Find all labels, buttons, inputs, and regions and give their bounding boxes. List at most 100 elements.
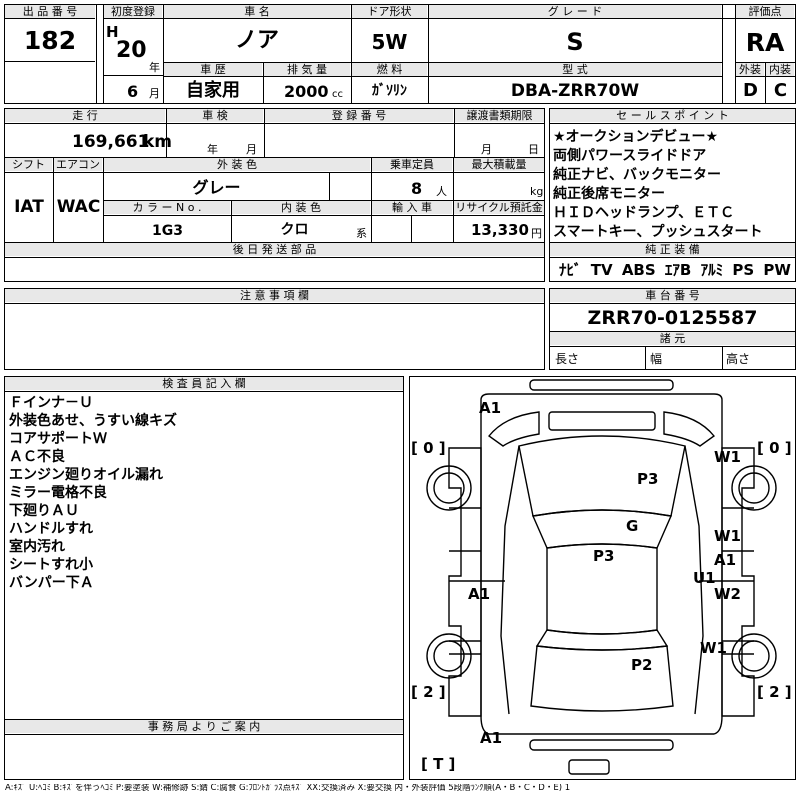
hood-shape (518, 435, 686, 517)
lot-number-header: 出 品 番 号 (5, 5, 95, 18)
damage-mark: A1 (479, 399, 502, 417)
recycle-header: リサイクル預託金 (454, 201, 544, 214)
grade-value: S (566, 28, 584, 56)
interior-grade-value: C (773, 80, 788, 101)
spare-tire-shape (568, 759, 610, 775)
chassis-no-value: ZRR70-0125587 (587, 307, 758, 329)
damage-mark: A1 (480, 729, 503, 747)
tire-front-right-label: [ 0 ] (757, 439, 792, 457)
inspection-header: 車 検 (167, 109, 263, 122)
left-headlamp-shape (487, 411, 540, 447)
equipment-item: ABS (621, 261, 656, 279)
interior-color-header: 内 装 色 (232, 201, 370, 214)
inspector-note-item: ハンドルすれ (9, 521, 93, 537)
mileage-unit: km (143, 132, 173, 152)
car-name-value: ノア (234, 28, 279, 53)
door-type-value: 5W (371, 30, 408, 54)
transfer-deadline-header: 譲渡書類期限 (455, 109, 544, 122)
front-left-tire-shape (426, 465, 472, 511)
notes-header: 注 意 事 項 欄 (5, 289, 544, 302)
width-label: 幅 (650, 352, 663, 366)
inspector-note-item: バンパー下Ａ (9, 575, 94, 591)
damage-mark: W1 (714, 527, 741, 545)
inspector-note-item: Ｆインナ－Ｕ (9, 395, 93, 411)
dimensions-header: 諸 元 (550, 332, 795, 345)
damage-mark: P3 (593, 547, 615, 565)
car-diagram (426, 379, 777, 775)
interior-header: 内装 (766, 63, 794, 76)
inspector-note-item: 外装色あせ、うすい線キズ (9, 413, 177, 429)
left-side-outline (448, 447, 482, 717)
damage-mark: W2 (714, 585, 741, 603)
color-no-value: 1G3 (152, 223, 183, 239)
deadline-month-unit: 月 (481, 143, 492, 156)
model-code-header: 型 式 (429, 63, 721, 76)
rear-bumper-shape (529, 739, 674, 751)
legend-text: A:ｷｽﾞ U:ﾍｺﾐ B:ｷｽﾞを伴うﾍｺﾐ P:要塗装 W:補修跡 S:錆 … (5, 784, 571, 793)
year-value: 20 (116, 38, 147, 63)
door-type-header: ドア形状 (352, 5, 427, 18)
inspector-note-item: ミラー電格不良 (9, 485, 107, 501)
month-unit: 月 (149, 87, 160, 100)
year-unit: 年 (149, 61, 160, 74)
damage-mark: W1 (714, 448, 741, 466)
color-no-header: カ ラ ー N o . (104, 201, 230, 214)
sales-point-item: 純正ナビ、バックモニター (553, 167, 721, 183)
import-header: 輸 入 車 (372, 201, 452, 214)
lot-number-value: 182 (23, 26, 77, 55)
tire-rear-left-label: [ 2 ] (411, 683, 446, 701)
equipment-item: PS (732, 261, 755, 279)
office-notice-header: 事 務 局 よ り ご 案 内 (5, 720, 403, 733)
damage-mark: U1 (693, 569, 716, 587)
max-load-header: 最大積載量 (454, 158, 544, 171)
car-name-header: 車 名 (164, 5, 350, 18)
damage-mark: W1 (700, 639, 727, 657)
max-load-unit: kg (530, 185, 544, 198)
inspector-note-item: エンジン廻りオイル漏れ (9, 467, 163, 483)
right-headlamp-shape (663, 411, 716, 447)
damage-mark: A1 (714, 551, 737, 569)
rear-right-tire-shape (731, 633, 777, 679)
sales-points-list: ★オークションデビュー★ 両側パワースライドドア 純正ナビ、バックモニター 純正… (553, 128, 793, 242)
equipment-item: ｱﾙﾐ (700, 261, 724, 279)
rear-left-tire-shape (426, 633, 472, 679)
aircon-value: WAC (56, 197, 101, 217)
inspector-note-item: 室内汚れ (9, 539, 65, 555)
history-header: 車 歴 (164, 63, 262, 76)
tire-front-left-label: [ 0 ] (411, 439, 446, 457)
windshield-shape (532, 509, 672, 549)
chassis-no-header: 車 台 番 号 (550, 289, 795, 302)
equipment-list: ﾅﾋﾞ TV ABS ｴｱB ｱﾙﾐ PS PW (559, 262, 791, 280)
era-value: H (106, 23, 119, 41)
damage-mark: G (626, 517, 639, 535)
damage-mark: A1 (468, 585, 491, 603)
damage-mark: P2 (631, 656, 653, 674)
inspector-notes-list: Ｆインナ－Ｕ 外装色あせ、うすい線キズ コアサポートＷ ＡＣ不良 エンジン廻りオ… (9, 394, 399, 592)
damage-mark: P3 (637, 470, 659, 488)
standard-equipment-header: 純 正 装 備 (550, 243, 795, 256)
interior-color-value: クロ (280, 222, 309, 238)
displacement-value: 2000 (284, 82, 329, 101)
sales-point-item: ★オークションデビュー★ (553, 129, 719, 145)
sales-point-item: ＨＩＤヘッドランプ、ＥＴＣ (553, 205, 735, 221)
equipment-item: ﾅﾋﾞ (559, 261, 582, 279)
inspector-notes-header: 検 査 員 記 入 欄 (5, 377, 403, 390)
score-value: RA (745, 28, 785, 57)
inspection-year-unit: 年 (207, 143, 218, 156)
capacity-unit: 人 (436, 185, 447, 198)
exterior-grade-value: D (743, 80, 758, 101)
left-pillar-lines (500, 445, 520, 715)
equipment-item: TV (590, 261, 613, 279)
rear-window-shape (535, 629, 669, 651)
equipment-item: ｴｱB (664, 261, 692, 279)
aircon-header: エアコン (54, 158, 102, 171)
shift-value: IAT (14, 197, 44, 217)
month-value: 6 (127, 82, 139, 101)
length-label: 長さ (555, 352, 580, 366)
mileage-value: 169,661 (72, 132, 150, 152)
model-code-value: DBA-ZRR70W (510, 81, 640, 101)
inspector-note-item: 下廻りＡＵ (9, 503, 79, 519)
capacity-value: 8 (411, 179, 423, 198)
displacement-unit: cc (332, 89, 343, 100)
score-header: 評価点 (736, 5, 794, 18)
